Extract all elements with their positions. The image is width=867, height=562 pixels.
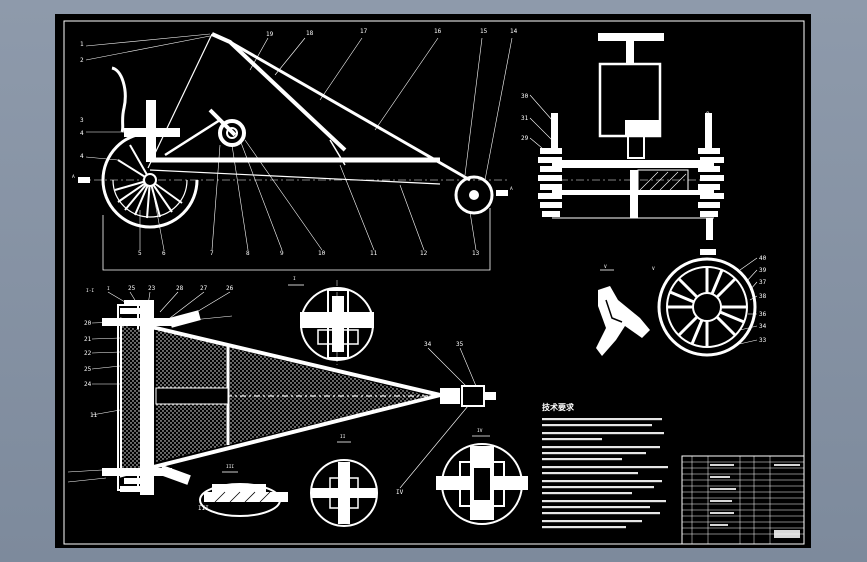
callout-26: 26	[226, 285, 234, 292]
callout-4a: 4	[80, 130, 84, 137]
callout-30: 30	[521, 93, 529, 100]
section-ii-label: II	[340, 434, 346, 440]
callout-1: 1	[80, 41, 84, 48]
callout-16: 16	[434, 28, 442, 35]
axis-mark-right: A	[510, 186, 513, 192]
callout-27: 27	[200, 285, 208, 292]
view-mark-v-left: V	[604, 264, 607, 270]
section-iv-view: IV	[436, 428, 528, 525]
callout-33: 33	[759, 337, 767, 344]
callout-37: 37	[759, 279, 767, 286]
section-i-label: I	[293, 276, 296, 282]
callout-7: 7	[210, 250, 214, 257]
callout-19: 19	[266, 31, 274, 38]
callout-15: 15	[480, 28, 488, 35]
callout-11: 11	[370, 250, 378, 257]
technical-notes: 技术要求	[542, 402, 668, 529]
callout-39: 39	[759, 267, 767, 274]
callout-34: 34	[424, 341, 432, 348]
section-iv-label: IV	[477, 428, 483, 434]
section-iii-view: III	[199, 464, 288, 517]
callout-8-front: 8	[706, 111, 710, 118]
callout-28: 28	[176, 285, 184, 292]
callout-31: 31	[521, 115, 529, 122]
callout-section-mark: I-I	[86, 288, 94, 294]
notes-heading: 技术要求	[542, 402, 575, 412]
callout-2: 2	[80, 57, 84, 64]
top-view: I-I I 28 27 26 25 23 20 21 22 25 24 11	[67, 285, 496, 512]
callout-5: 5	[138, 250, 142, 257]
title-block	[681, 455, 805, 545]
section-mark-iv: IV	[396, 489, 404, 496]
callout-11-top: 11	[90, 412, 98, 419]
callout-38: 38	[759, 293, 767, 300]
callout-34-wheel: 34	[759, 323, 767, 330]
callout-36: 36	[759, 311, 767, 318]
view-mark-v-right: V	[652, 266, 655, 272]
section-mark-iii: III	[198, 505, 209, 512]
wheel-detail-view: V V 40 39 37 38 36 34 33	[596, 249, 767, 357]
callout-18: 18	[306, 30, 314, 37]
section-i-view: I	[288, 276, 374, 365]
front-view: 30 31 29 8	[521, 33, 724, 240]
callout-25-left: 25	[84, 366, 92, 373]
section-ii-view: II	[310, 434, 378, 527]
callout-40: 40	[759, 255, 767, 262]
callout-4b: 4	[80, 153, 84, 160]
callout-24: 24	[84, 381, 92, 388]
callout-12: 12	[420, 250, 428, 257]
callout-17: 17	[360, 28, 368, 35]
callout-29: 29	[521, 135, 529, 142]
callout-20: 20	[84, 320, 92, 327]
callout-8: 8	[246, 250, 250, 257]
callout-23: 23	[148, 285, 156, 292]
callout-28-a: I	[107, 286, 110, 292]
callout-10: 10	[318, 250, 326, 257]
callout-9: 9	[280, 250, 284, 257]
callout-21: 21	[84, 336, 92, 343]
section-iii-label: III	[226, 464, 234, 470]
callout-35: 35	[456, 341, 464, 348]
callout-25-top: 25	[128, 285, 136, 292]
callout-13: 13	[472, 250, 480, 257]
side-view: A A 1 2 3 4 4 19 18 17 16 15 14	[72, 28, 518, 271]
callout-22: 22	[84, 350, 92, 357]
axis-mark-left: A	[72, 174, 75, 180]
callout-6: 6	[162, 250, 166, 257]
drawing-border	[63, 20, 805, 545]
callout-14: 14	[510, 28, 518, 35]
callout-3: 3	[80, 117, 84, 124]
